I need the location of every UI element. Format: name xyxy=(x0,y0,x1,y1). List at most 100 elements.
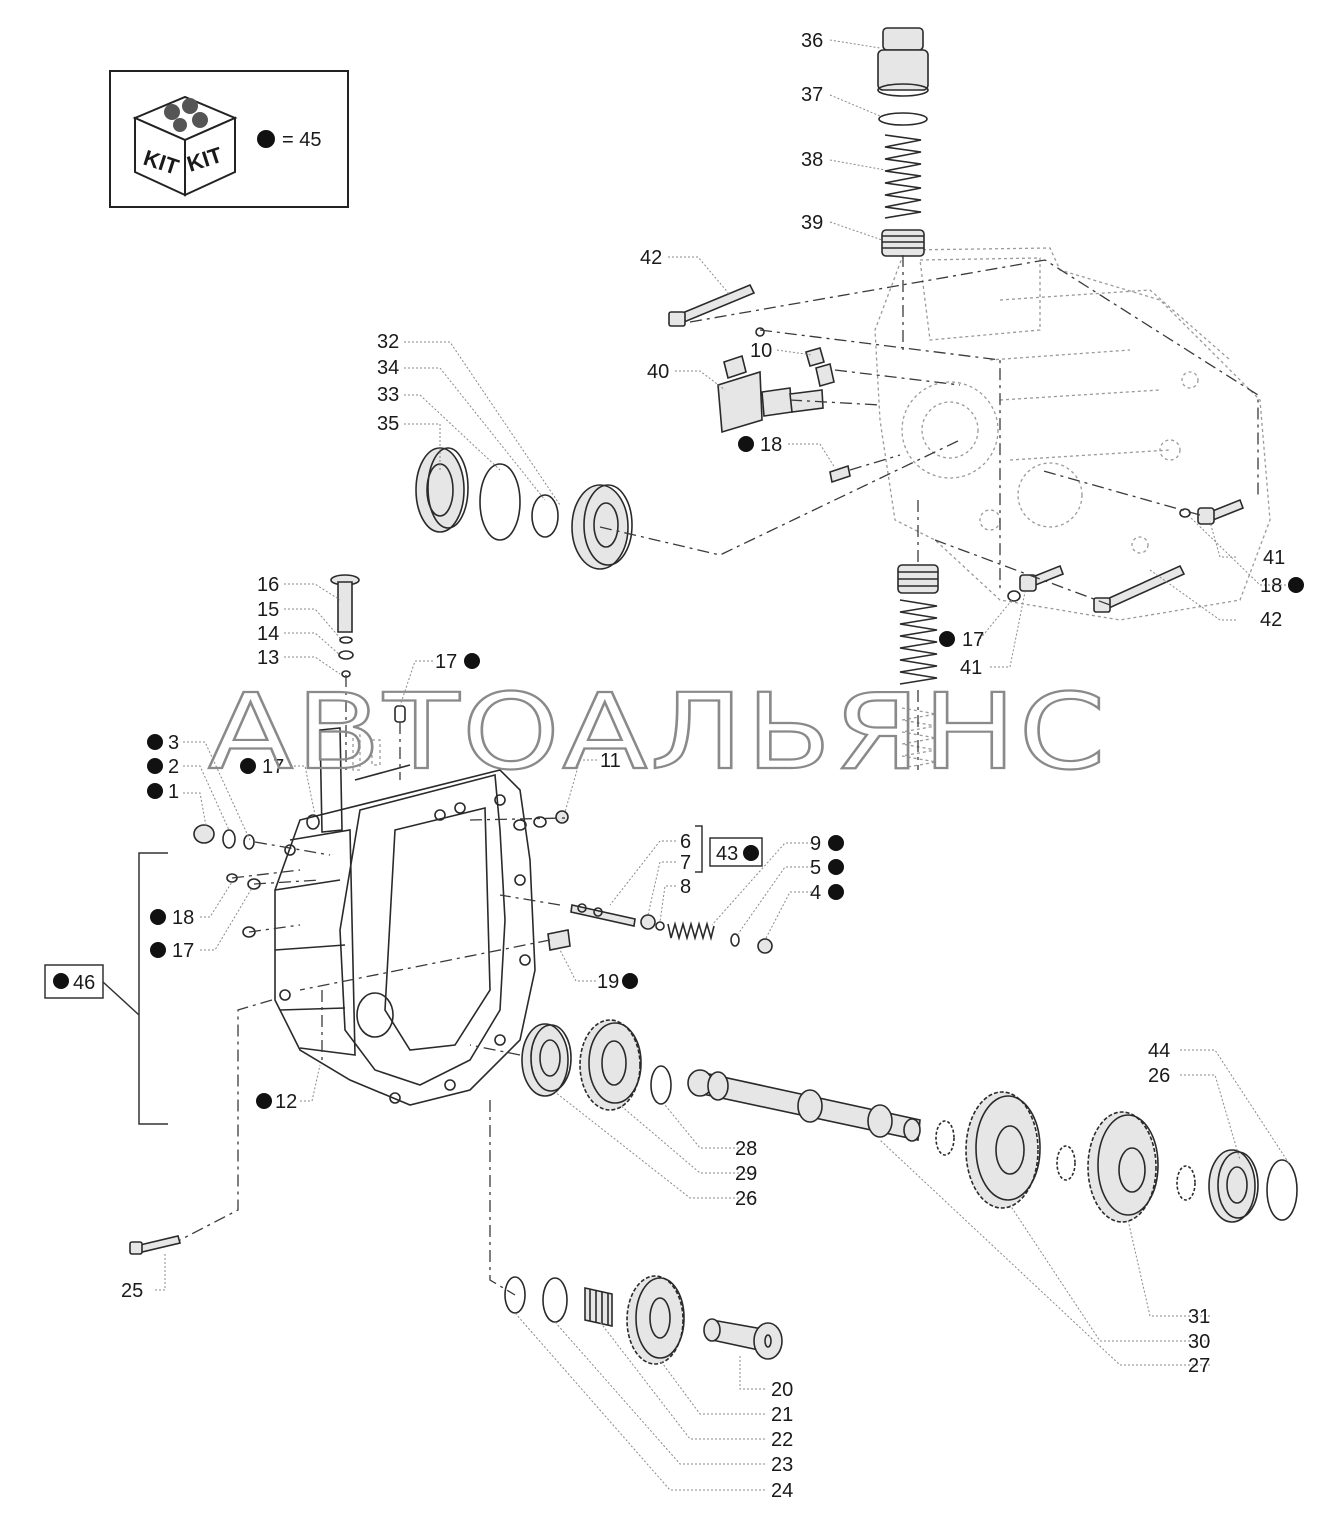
spring-9 xyxy=(667,921,715,942)
spring-lower xyxy=(899,599,938,685)
bearing-26-left xyxy=(521,1023,572,1097)
callout-36: 36 xyxy=(801,30,823,52)
bolt-25 xyxy=(129,1235,181,1255)
gear-31 xyxy=(1087,1111,1159,1223)
callout-14: 14 xyxy=(257,623,279,645)
callout-12: 12 xyxy=(275,1091,297,1113)
o-ring-37 xyxy=(878,112,928,126)
idler-gear-21 xyxy=(626,1275,685,1365)
callout-35: 35 xyxy=(377,413,399,435)
callout-7: 7 xyxy=(680,852,691,874)
kit-box-icon: KIT KIT xyxy=(132,95,238,197)
gear-29 xyxy=(579,1019,642,1111)
washer-15 xyxy=(339,636,353,644)
callout-22: 22 xyxy=(771,1429,793,1451)
snap-ring-shaft xyxy=(935,1120,955,1156)
callout-4: 4 xyxy=(810,882,821,904)
output-shaft-27 xyxy=(687,1069,921,1142)
callout-18-left: 18 xyxy=(172,907,194,929)
circlip-44 xyxy=(1266,1159,1298,1221)
callout-40: 40 xyxy=(647,361,669,383)
washer-5 xyxy=(730,933,740,947)
fitting-10 xyxy=(755,327,835,388)
callout-18-right: 18 xyxy=(1260,575,1282,597)
fitting-16 xyxy=(330,574,360,633)
snap-ring-33 xyxy=(479,463,521,541)
dowel-17-upper xyxy=(1007,590,1021,602)
callout-34: 34 xyxy=(377,357,399,379)
callout-27: 27 xyxy=(1188,1355,1210,1377)
oil-seal-35 xyxy=(415,447,469,533)
snap-ring-mid xyxy=(1056,1145,1076,1181)
callout-labels: 36 37 38 39 42 10 40 18 32 34 33 35 41 1… xyxy=(73,30,1285,1502)
callout-42-lower: 42 xyxy=(1260,609,1282,631)
callout-17-left: 17 xyxy=(172,940,194,962)
washer-14 xyxy=(338,650,354,660)
callout-21: 21 xyxy=(771,1404,793,1426)
snap-ring-right xyxy=(1176,1165,1196,1201)
callout-19: 19 xyxy=(597,971,619,993)
callout-26-left: 26 xyxy=(735,1188,757,1210)
callout-46: 46 xyxy=(73,972,95,994)
bearing-26-right xyxy=(1208,1149,1259,1223)
dowel-17-left-lower xyxy=(242,926,256,938)
dowel-17-top xyxy=(306,814,320,830)
callout-9: 9 xyxy=(810,833,821,855)
callout-18-upper: 18 xyxy=(760,434,782,456)
bolt-41-lower xyxy=(1019,564,1065,592)
solenoid-valve-40 xyxy=(717,354,824,434)
callout-41-upper: 41 xyxy=(1263,547,1285,569)
callout-3: 3 xyxy=(168,732,179,754)
spring-seat-lower xyxy=(897,564,939,594)
callout-30: 30 xyxy=(1188,1331,1210,1353)
spring-seat-39 xyxy=(881,229,925,257)
callout-8: 8 xyxy=(680,876,691,898)
rear-housing-ghost xyxy=(874,247,1271,621)
callout-37: 37 xyxy=(801,84,823,106)
pin-18-upper xyxy=(1179,508,1191,518)
callout-29: 29 xyxy=(735,1163,757,1185)
callout-25: 25 xyxy=(121,1280,143,1302)
callout-16: 16 xyxy=(257,574,279,596)
idler-shaft-20 xyxy=(703,1318,783,1360)
plug-4 xyxy=(757,938,773,954)
callout-17-top: 17 xyxy=(435,651,457,673)
callout-5: 5 xyxy=(810,857,821,879)
callout-38: 38 xyxy=(801,149,823,171)
callout-43: 43 xyxy=(716,843,738,865)
fitting-ghost xyxy=(352,734,381,771)
callout-33: 33 xyxy=(377,384,399,406)
phantom-lines xyxy=(179,255,1259,1296)
sleeve-19 xyxy=(547,929,571,951)
callout-15: 15 xyxy=(257,599,279,621)
watermark-text: АВТОАЛЬЯНС xyxy=(208,671,1108,793)
plunger-7 xyxy=(640,914,656,930)
callout-26-right: 26 xyxy=(1148,1065,1170,1087)
kit-bullet-icon xyxy=(257,130,275,148)
callout-17-right: 17 xyxy=(962,629,984,651)
callout-10: 10 xyxy=(750,340,772,362)
kit-legend: KIT KIT = 45 xyxy=(109,70,349,208)
leader-lines xyxy=(155,39,1291,1491)
callout-11: 11 xyxy=(600,750,621,772)
callout-24: 24 xyxy=(771,1480,793,1502)
kit-bullets xyxy=(53,436,1304,1109)
circlip-28 xyxy=(650,1065,672,1105)
callout-28: 28 xyxy=(735,1138,757,1160)
callout-41-lower: 41 xyxy=(960,657,982,679)
plug-1 xyxy=(193,824,215,844)
callout-42-upper: 42 xyxy=(640,247,662,269)
callout-2: 2 xyxy=(168,756,179,778)
long-bolt-42-upper xyxy=(668,283,756,327)
callout-31: 31 xyxy=(1188,1306,1210,1328)
valve-cap-36 xyxy=(877,27,929,97)
callout-1: 1 xyxy=(168,781,179,803)
needle-bearing-22 xyxy=(584,1287,613,1327)
callout-17-mid: 17 xyxy=(262,756,284,778)
gear-30 xyxy=(965,1091,1041,1209)
callout-6: 6 xyxy=(680,831,691,853)
callout-20: 20 xyxy=(771,1379,793,1401)
callout-13: 13 xyxy=(257,647,279,669)
washer-3 xyxy=(243,834,255,850)
